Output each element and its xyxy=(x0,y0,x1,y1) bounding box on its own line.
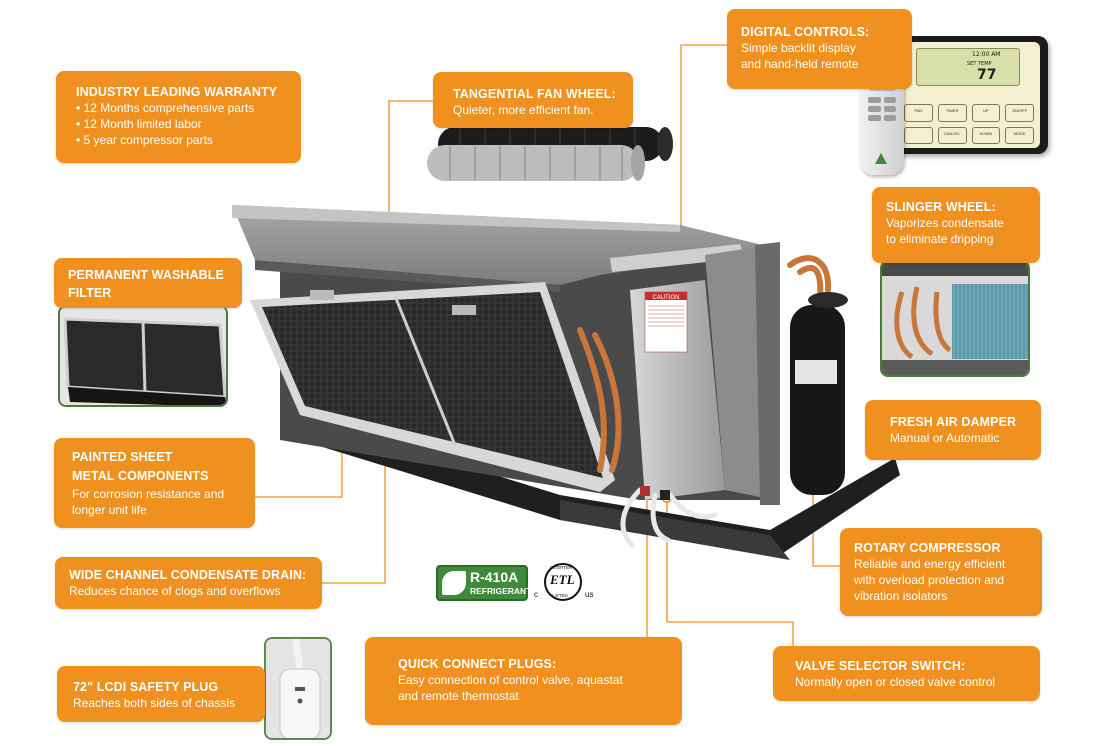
drain-line: Reduces chance of clogs and overflows xyxy=(69,584,281,598)
lcd-time: 12:00 AM xyxy=(972,51,1001,58)
controls-line: Simple backlit display xyxy=(741,41,856,55)
remote-button[interactable] xyxy=(883,115,896,121)
fan-line: Quieter, more efficient fan. xyxy=(453,103,594,117)
etl-badge: INTERTEK ETL LISTED c us xyxy=(528,560,598,608)
leaf-icon xyxy=(442,571,466,595)
slinger-line: Vaporizes condensate xyxy=(886,216,1004,230)
sheet-metal-line: longer unit life xyxy=(72,503,147,517)
plug-connectors xyxy=(640,486,670,500)
leader-fan xyxy=(388,100,433,261)
plugs-line: and remote thermostat xyxy=(398,689,519,703)
r410a-text: R-410A xyxy=(470,569,519,585)
valve-line: Normally open or closed valve control xyxy=(795,675,996,689)
thermostat-buttons: FAN TIMER UP ON/OFF CANCEL DOWN MODE xyxy=(904,104,1034,144)
fan-title: TANGENTIAL FAN WHEEL: xyxy=(453,87,616,101)
controls-title: DIGITAL CONTROLS: xyxy=(741,25,870,39)
filter-title-2: FILTER xyxy=(68,286,112,300)
damper-line: Manual or Automatic xyxy=(890,431,1000,445)
slinger-title: SLINGER WHEEL: xyxy=(886,200,996,214)
thermostat-button-onoff[interactable]: ON/OFF xyxy=(1005,104,1034,122)
copper-tubing xyxy=(577,255,832,473)
lcdi-line: Reaches both sides of chassis xyxy=(73,696,236,710)
base-pan xyxy=(290,415,900,560)
thermostat-panel: 12:00 AM SET TEMP 77 FAN TIMER UP ON/OFF… xyxy=(888,36,1048,154)
thermostat-face: 12:00 AM SET TEMP 77 FAN TIMER UP ON/OFF… xyxy=(896,42,1040,148)
valve-title: VALVE SELECTOR SWITCH: xyxy=(795,659,966,673)
thermostat-button-fan[interactable]: FAN xyxy=(904,104,933,122)
thermostat-lcd: 12:00 AM SET TEMP 77 xyxy=(916,48,1020,86)
callout-fan-wheel: TANGENTIAL FAN WHEEL: Quieter, more effi… xyxy=(433,72,633,128)
filter-grille xyxy=(250,282,615,492)
etl-c-text: c xyxy=(534,590,538,599)
sheet-metal-title: PAINTED SHEET xyxy=(72,450,173,464)
leader-sheet-metal xyxy=(255,433,343,498)
compressor xyxy=(790,292,848,495)
remote-button[interactable] xyxy=(868,115,881,121)
leader-controls xyxy=(680,44,727,254)
drain-title: WIDE CHANNEL CONDENSATE DRAIN: xyxy=(69,568,307,582)
callout-slinger-wheel: SLINGER WHEEL: Vaporizes condensate to e… xyxy=(872,187,1040,263)
hand-held-remote xyxy=(860,75,904,175)
lcdi-plug-photo xyxy=(264,637,332,740)
callout-rotary-compressor: ROTARY COMPRESSOR Reliable and energy ef… xyxy=(840,528,1042,616)
etl-mark-text: ETL xyxy=(550,572,575,587)
caution-label: CAUTION xyxy=(653,295,680,301)
callout-valve-selector: VALVE SELECTOR SWITCH: Normally open or … xyxy=(773,646,1040,701)
slinger-photo xyxy=(880,260,1030,377)
filter-photo xyxy=(58,305,228,407)
leader-valve xyxy=(666,497,794,647)
compressor-line: vibration isolators xyxy=(854,589,948,603)
sheet-metal-title-2: METAL COMPONENTS xyxy=(72,469,209,483)
etl-intertek-text: INTERTEK xyxy=(550,565,573,570)
remote-button[interactable] xyxy=(868,106,881,112)
thermostat-button-blank[interactable] xyxy=(904,126,933,144)
warranty-title: INDUSTRY LEADING WARRANTY xyxy=(76,85,278,99)
remote-button-grid xyxy=(868,97,896,121)
remote-button[interactable] xyxy=(883,106,896,112)
remote-button[interactable] xyxy=(868,97,881,103)
thermostat-button-up[interactable]: UP xyxy=(971,104,1001,122)
thermostat-button-down[interactable]: DOWN xyxy=(971,126,1001,144)
callout-washable-filter: PERMANENT WASHABLE FILTER xyxy=(54,258,242,308)
callout-lcdi-plug: 72" LCDI SAFETY PLUG Reaches both sides … xyxy=(57,666,265,722)
etl-us-text: us xyxy=(585,590,594,599)
callout-fresh-air-damper: FRESH AIR DAMPER Manual or Automatic xyxy=(865,400,1041,460)
compressor-line: with overload protection and xyxy=(854,573,1005,587)
warranty-line: • 5 year compressor parts xyxy=(76,133,213,147)
lcd-set-temp-label: SET TEMP xyxy=(967,61,992,67)
fan-wheels xyxy=(427,127,673,181)
callout-sheet-metal: PAINTED SHEET METAL COMPONENTS For corro… xyxy=(54,438,255,528)
remote-button[interactable] xyxy=(883,97,896,103)
r410a-badge: R-410A REFRIGERANT xyxy=(436,565,532,601)
control-box: CAUTION xyxy=(610,242,780,505)
plugs-title: QUICK CONNECT PLUGS: xyxy=(398,657,557,671)
filter-title: PERMANENT WASHABLE xyxy=(68,268,224,282)
etl-listed-text: LISTED xyxy=(552,593,568,598)
damper-title: FRESH AIR DAMPER xyxy=(890,415,1017,429)
refrigerant-text: REFRIGERANT xyxy=(470,586,532,596)
callout-quick-connect-plugs: QUICK CONNECT PLUGS: Easy connection of … xyxy=(365,637,682,725)
thermostat-button-cancel[interactable]: CANCEL xyxy=(937,126,967,144)
lcdi-title: 72" LCDI SAFETY PLUG xyxy=(73,680,219,694)
slinger-line: to eliminate dripping xyxy=(886,232,994,246)
warranty-line: • 12 Month limited labor xyxy=(76,117,202,131)
compressor-line: Reliable and energy efficient xyxy=(854,557,1006,571)
controls-line: and hand-held remote xyxy=(741,57,859,71)
sheet-metal-line: For corrosion resistance and xyxy=(72,487,225,501)
remote-logo-icon xyxy=(875,153,887,164)
plugs-line: Easy connection of control valve, aquast… xyxy=(398,673,623,687)
lcd-temp-value: 77 xyxy=(977,67,997,83)
callout-warranty: INDUSTRY LEADING WARRANTY • 12 Months co… xyxy=(56,71,301,163)
warranty-line: • 12 Months comprehensive parts xyxy=(76,101,255,115)
thermostat-button-timer[interactable]: TIMER xyxy=(937,104,967,122)
callout-digital-controls: DIGITAL CONTROLS: Simple backlit display… xyxy=(727,9,912,89)
cables xyxy=(620,487,718,548)
thermostat-button-mode[interactable]: MODE xyxy=(1005,126,1034,144)
compressor-title: ROTARY COMPRESSOR xyxy=(854,541,1001,555)
callout-condensate-drain: WIDE CHANNEL CONDENSATE DRAIN: Reduces c… xyxy=(55,557,322,609)
